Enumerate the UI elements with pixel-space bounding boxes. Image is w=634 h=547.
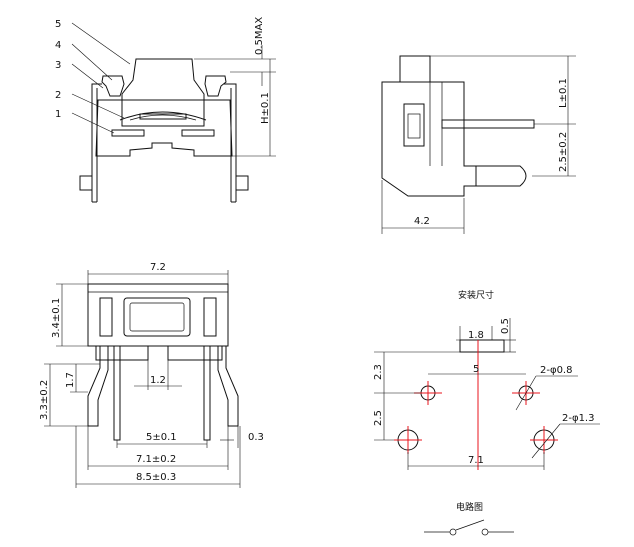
- front-slot-right: [203, 297, 217, 337]
- callout-5: 5: [55, 19, 61, 30]
- callout-1: 1: [55, 109, 61, 120]
- dim-h: H±0.1: [260, 92, 271, 124]
- dome: [119, 111, 207, 121]
- switch-contact: [455, 519, 485, 531]
- dim-1-8: 1.8: [468, 330, 484, 341]
- circuit-symbol: 电路图: [424, 501, 514, 536]
- callout-3: 3: [55, 60, 61, 71]
- dim-7-2: 7.2: [150, 262, 166, 273]
- dim-7-1-pitch: 7.1: [468, 455, 484, 466]
- front-left-pin: [87, 346, 109, 427]
- dim-hole-large: 2-φ1.3: [562, 413, 594, 424]
- callout-4: 4: [55, 40, 61, 51]
- side-window: [403, 103, 425, 147]
- side-actuator: [399, 55, 431, 83]
- actuator: [121, 58, 205, 101]
- front-actuator-inner: [129, 302, 185, 332]
- dim-0-5-max: 0.5MAX: [254, 17, 265, 55]
- callout-2: 2: [55, 90, 61, 101]
- right-side-view: L±0.1 2.5±0.2 4.2: [381, 55, 576, 234]
- mounting-pad: [459, 339, 505, 353]
- side-section-view: 5 4 3 2 1 0.5MAX H±0.1: [55, 17, 276, 203]
- dim-1-7: 1.7: [65, 372, 76, 388]
- cover-frame: [101, 75, 125, 97]
- right-pin: [224, 83, 237, 203]
- dim-1-2: 1.2: [150, 375, 166, 386]
- switch-terminal-left: [449, 528, 457, 536]
- left-pin-tab: [79, 175, 93, 191]
- contact-plate: [139, 113, 187, 120]
- front-view: 7.2 3.4±0.1 3.3±0.2 1.7 1.2 5±0.1 0.3 7.…: [39, 262, 264, 488]
- dim-0-5: 0.5: [500, 318, 511, 334]
- dim-2-5-v: 2.5: [373, 410, 384, 426]
- side-lead: [441, 119, 535, 129]
- front-body: [87, 283, 229, 347]
- dim-2-5: 2.5±0.2: [558, 132, 569, 172]
- side-window-inner: [407, 113, 421, 139]
- dim-0-3: 0.3: [248, 432, 264, 443]
- dim-3-3: 3.3±0.2: [39, 380, 50, 420]
- base-body: [95, 99, 233, 157]
- side-post: [476, 165, 527, 187]
- dim-2-3: 2.3: [373, 364, 384, 380]
- circuit-title: 电路图: [456, 501, 483, 513]
- mounting-title: 安装尺寸: [458, 289, 494, 301]
- dim-7-1: 7.1±0.2: [136, 454, 176, 465]
- front-right-pin: [217, 346, 239, 427]
- dim-5-pitch: 5: [473, 364, 479, 375]
- dome-inner: [129, 114, 197, 121]
- base-slot-right: [181, 129, 215, 137]
- dim-8-5: 8.5±0.3: [136, 472, 176, 483]
- dim-4-2: 4.2: [414, 216, 430, 227]
- front-body-lower: [95, 346, 223, 361]
- dim-5: 5±0.1: [146, 432, 177, 443]
- base-slot: [111, 129, 145, 137]
- switch-terminal-right: [481, 528, 489, 536]
- right-pin-tab: [235, 175, 249, 191]
- front-slot-left: [99, 297, 113, 337]
- mounting-view: 安装尺寸 1.8 0.5 5 2-φ0.8 2.3 2.5: [373, 289, 600, 470]
- dim-hole-small: 2-φ0.8: [540, 365, 572, 376]
- cover-frame-right: [204, 75, 227, 97]
- side-body: [381, 81, 477, 197]
- dim-3-4: 3.4±0.1: [51, 298, 62, 338]
- left-pin: [91, 83, 102, 203]
- front-actuator: [123, 297, 191, 337]
- dim-l: L±0.1: [558, 78, 569, 108]
